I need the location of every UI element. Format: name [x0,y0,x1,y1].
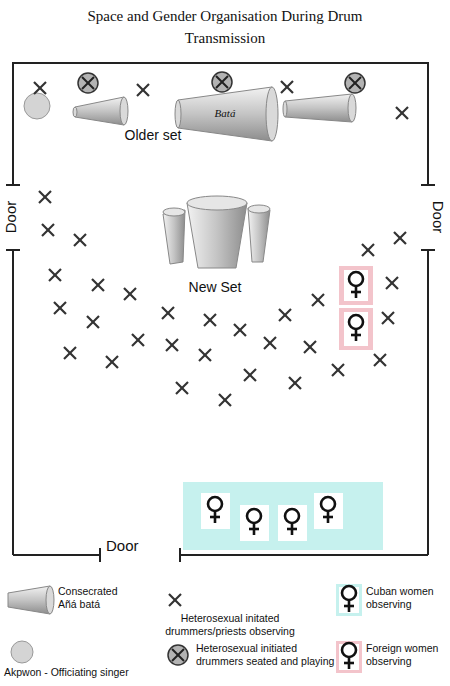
new-drum-set [163,196,270,268]
drum-label: Batá [200,107,250,120]
x-mark [49,269,61,281]
x-mark [386,277,398,289]
x-mark [382,312,394,324]
legend-text: Heterosexual initiated drummers seated a… [196,642,336,667]
set-label: Older set [122,127,184,144]
playing-drummer-mark [212,72,232,92]
x-mark [396,107,408,119]
x-mark [332,364,344,376]
x-mark [137,84,149,96]
foreign-women-boxes [339,266,373,350]
x-mark [162,307,174,319]
x-mark [42,224,54,236]
older-drum-set [73,87,356,141]
x-mark [54,302,66,314]
cuban-women-band [183,482,383,550]
legend-text: Heterosexual initated drummers/priests o… [150,612,310,637]
female-symbol [285,509,299,535]
legend-text: Cuban women observing [366,585,446,610]
female-symbol [247,509,261,535]
female-symbol [321,497,335,523]
x-mark [394,232,406,244]
walls [6,63,435,562]
legend-text: Consecrated Añá batá [58,585,138,610]
x-mark [362,244,374,256]
x-mark [176,382,188,394]
x-mark [219,394,231,406]
door-label: Door [429,201,447,234]
female-symbol [349,315,363,341]
x-mark [87,316,99,328]
legend-text: Akpwon - Officiating singer [4,666,154,679]
x-mark [312,294,324,306]
legend-akpwon-sample [11,641,33,663]
x-mark [281,81,293,93]
x-mark [124,288,136,300]
x-mark [74,234,86,246]
legend-drum-sample [8,586,54,614]
playing-drummer-mark [78,73,98,93]
x-mark [132,334,144,346]
symbol-marks [34,72,408,665]
swatch-symbol [336,584,362,616]
title: Space and Gender Organisation During Dru… [70,6,380,50]
playing-drummer-mark [168,645,188,665]
x-mark [39,191,51,203]
female-symbol [208,497,222,523]
x-mark [264,337,276,349]
legend-swatch [336,641,362,673]
x-mark [106,356,118,368]
door-label: Door [2,201,20,234]
x-mark [92,279,104,291]
akpwon-singer [24,93,50,119]
x-mark [234,324,246,336]
female-symbol [342,643,356,669]
x-mark [289,377,301,389]
set-label: New Set [170,279,260,296]
x-mark [204,314,216,326]
female-symbol [349,272,363,298]
x-mark [166,339,178,351]
x-mark [304,341,316,353]
door-label: Door [106,537,139,555]
x-mark [279,309,291,321]
legend-text: Foreign women observing [366,642,446,667]
x-mark [374,354,386,366]
female-symbol [342,586,356,612]
x-mark [244,369,256,381]
x-mark [169,594,181,606]
playing-drummer-mark [345,73,365,93]
x-mark [199,349,211,361]
x-mark [34,82,46,94]
x-mark [64,347,76,359]
swatch-symbol [336,641,362,673]
legend-swatch [336,584,362,616]
